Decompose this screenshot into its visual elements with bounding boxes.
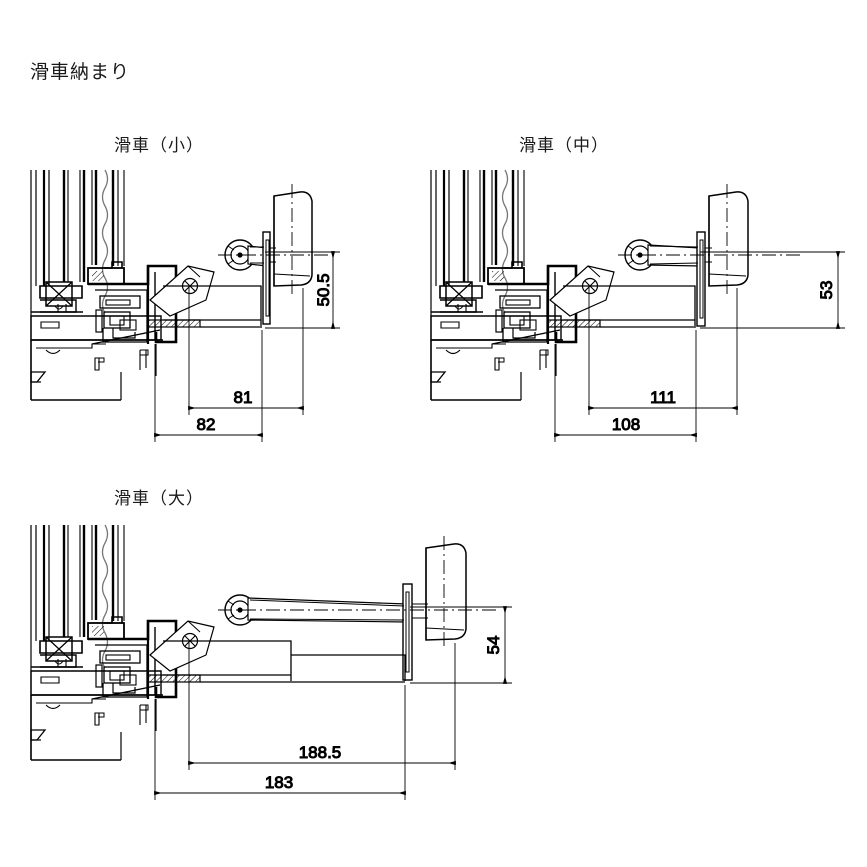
sill-structure-small [30, 315, 163, 401]
dimension-vertical-54: 54 [410, 606, 512, 684]
figure-caption-pulley-large: 滑車（大） [114, 489, 204, 508]
gasket-strip-medium [547, 319, 601, 328]
dimension-horizontal-188-5: 188.5 [188, 641, 456, 770]
sash-glazing-section-medium [430, 169, 525, 400]
dimension-label-upper-large: 188.5 [299, 743, 342, 762]
figure-pulley-large: 54 188.5 183 [30, 524, 512, 800]
base-platform-medium [563, 285, 696, 328]
dimension-label-lower-medium: 108 [612, 415, 640, 434]
figure-pulley-medium: 53 111 108 [430, 169, 845, 442]
dimension-label-lower-small: 82 [197, 415, 216, 434]
sash-glazing-section-small [30, 169, 125, 400]
base-platform-large [163, 640, 406, 683]
sill-structure-medium [430, 315, 563, 401]
page-title: 滑車納まり [30, 62, 131, 83]
dimension-label-upper-medium: 111 [650, 388, 676, 407]
dimension-horizontal-81: 81 [188, 286, 304, 415]
base-platform-small [163, 285, 262, 328]
dimension-label-vertical-medium: 53 [817, 281, 836, 300]
dimension-label-vertical-small: 50.5 [314, 273, 333, 306]
sill-structure-large [30, 670, 163, 761]
figure-caption-pulley-medium: 滑車（中） [519, 136, 609, 155]
pulley-assembly-large [149, 536, 500, 681]
figure-caption-pulley-small: 滑車（小） [114, 136, 204, 155]
frame-profile-large [31, 616, 178, 699]
pulley-assembly-medium [549, 184, 800, 327]
gasket-strip-large [147, 674, 201, 683]
dimension-label-vertical-large: 54 [484, 636, 503, 655]
dimension-horizontal-183: 183 [154, 685, 406, 800]
dimension-vertical-53: 53 [700, 251, 845, 329]
pulley-assembly-small [149, 184, 330, 325]
frame-profile-small [31, 261, 178, 344]
dimension-vertical-50-5: 50.5 [265, 251, 340, 329]
dimension-horizontal-108: 108 [554, 330, 697, 442]
dimension-label-lower-large: 183 [265, 773, 293, 792]
frame-profile-medium [431, 261, 578, 344]
dimension-label-upper-small: 81 [234, 388, 253, 407]
figure-pulley-small: 50.5 81 82 [30, 169, 340, 442]
gasket-strip-small [147, 319, 201, 328]
sash-glazing-section-large [30, 524, 125, 760]
dimension-horizontal-82: 82 [154, 330, 263, 442]
dimension-horizontal-111: 111 [588, 286, 738, 415]
